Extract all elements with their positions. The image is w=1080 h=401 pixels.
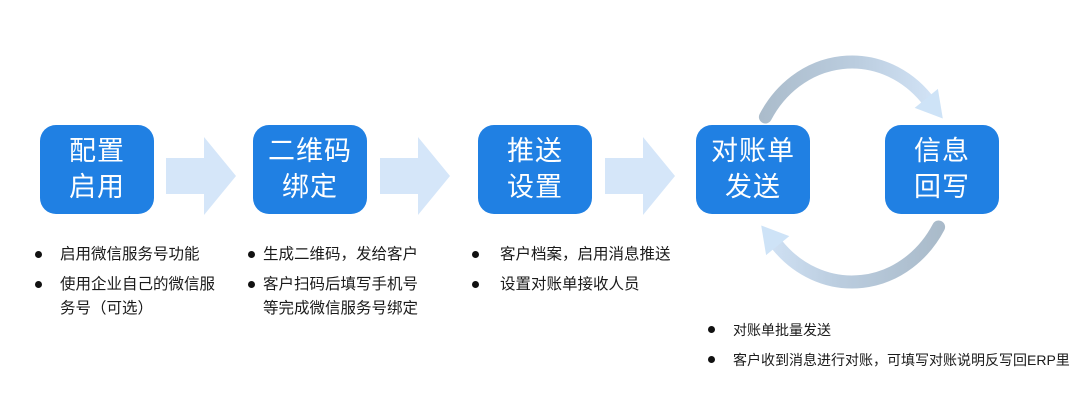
note-text: 启用微信服务号功能 <box>60 246 200 263</box>
cycle-top-arc <box>758 55 933 124</box>
note-text: 使用企业自己的微信服务号（可选） <box>60 276 216 317</box>
step-box-configure-enable: 配置 启用 <box>40 125 154 214</box>
notes-statement-cycle: 对账单批量发送 客户收到消息进行对账，可填写对账说明反写回ERP里 <box>708 318 1080 378</box>
cycle-top-arrowhead-icon <box>914 88 943 119</box>
cycle-bottom-arc <box>771 220 946 289</box>
list-item: 对账单批量发送 <box>708 318 1080 342</box>
note-text: 对账单批量发送 <box>733 322 831 338</box>
list-item: 使用企业自己的微信服务号（可选） <box>35 273 235 321</box>
bullet-dot-icon <box>708 356 715 363</box>
list-item: 生成二维码，发给客户 <box>248 243 433 267</box>
note-text: 客户档案，启用消息推送 <box>500 246 671 263</box>
note-text: 生成二维码，发给客户 <box>263 246 419 263</box>
bullet-dot-icon <box>472 281 479 288</box>
notes-configure-enable: 启用微信服务号功能 使用企业自己的微信服务号（可选） <box>35 243 235 327</box>
flow-arrow-shape <box>605 137 675 215</box>
list-item: 启用微信服务号功能 <box>35 243 235 267</box>
notes-push-settings: 客户档案，启用消息推送 设置对账单接收人员 <box>472 243 697 303</box>
step-box-statement-send: 对账单 发送 <box>696 125 810 214</box>
flow-arrow-icon <box>605 137 675 215</box>
note-text: 客户扫码后填写手机号等完成微信服务号绑定 <box>263 276 419 317</box>
flow-arrow-shape <box>166 137 236 215</box>
note-text: 客户收到消息进行对账，可填写对账说明反写回ERP里 <box>733 352 1070 368</box>
list-item: 设置对账单接收人员 <box>472 273 697 297</box>
list-item: 客户档案，启用消息推送 <box>472 243 697 267</box>
list-item: 客户扫码后填写手机号等完成微信服务号绑定 <box>248 273 433 321</box>
flow-arrow-shape <box>380 137 450 215</box>
step-box-push-settings: 推送 设置 <box>478 125 592 214</box>
step-box-qrcode-binding: 二维码 绑定 <box>253 125 367 214</box>
bullet-dot-icon <box>248 251 255 258</box>
bullet-dot-icon <box>35 251 42 258</box>
flow-arrow-icon <box>166 137 236 215</box>
bullet-dot-icon <box>708 326 715 333</box>
note-text: 设置对账单接收人员 <box>500 276 640 293</box>
bullet-dot-icon <box>248 281 255 288</box>
step-box-info-writeback: 信息 回写 <box>885 125 999 214</box>
cycle-arrows-icon <box>758 55 946 289</box>
notes-qrcode-binding: 生成二维码，发给客户 客户扫码后填写手机号等完成微信服务号绑定 <box>248 243 433 327</box>
cycle-bottom-arrowhead-icon <box>761 225 790 256</box>
list-item: 客户收到消息进行对账，可填写对账说明反写回ERP里 <box>708 348 1080 372</box>
flow-arrow-icon <box>380 137 450 215</box>
bullet-dot-icon <box>472 251 479 258</box>
bullet-dot-icon <box>35 281 42 288</box>
